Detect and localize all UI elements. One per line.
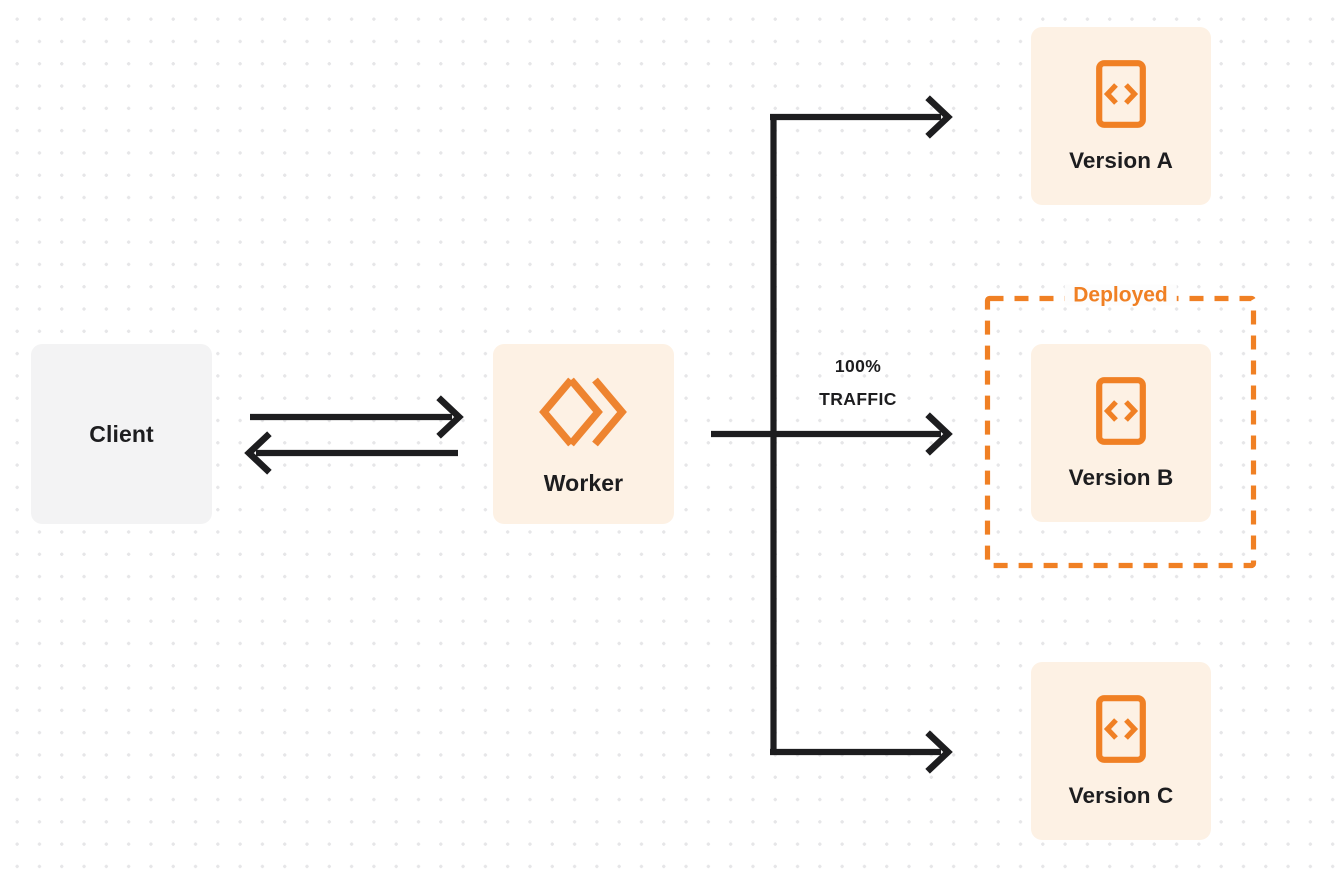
connector-worker-to-version-a xyxy=(770,95,953,139)
connector-client-to-worker xyxy=(250,395,464,439)
cloudflare-workers-logo-icon xyxy=(538,374,630,450)
deployed-label: Deployed xyxy=(1064,284,1177,306)
traffic-label: 100% TRAFFIC xyxy=(788,350,928,417)
traffic-unit: TRAFFIC xyxy=(819,389,897,410)
worker-node[interactable]: Worker xyxy=(493,344,674,524)
worker-label: Worker xyxy=(543,469,624,496)
code-file-icon xyxy=(1096,694,1146,763)
code-file-icon xyxy=(1096,59,1146,128)
connector-worker-to-client xyxy=(244,431,458,475)
version-b-card[interactable]: Version B xyxy=(1031,344,1211,522)
version-b-label: Version B xyxy=(1068,464,1174,490)
connector-worker-to-version-c xyxy=(770,730,953,774)
code-file-icon xyxy=(1096,376,1146,445)
version-a-label: Version A xyxy=(1069,147,1173,173)
traffic-percent: 100% xyxy=(834,356,882,376)
client-node[interactable]: Client xyxy=(31,344,212,524)
client-label: Client xyxy=(89,420,154,447)
version-c-card[interactable]: Version C xyxy=(1031,662,1211,840)
version-a-card[interactable]: Version A xyxy=(1031,27,1211,205)
version-c-label: Version C xyxy=(1068,782,1174,808)
connector-worker-to-version-b xyxy=(773,412,953,456)
